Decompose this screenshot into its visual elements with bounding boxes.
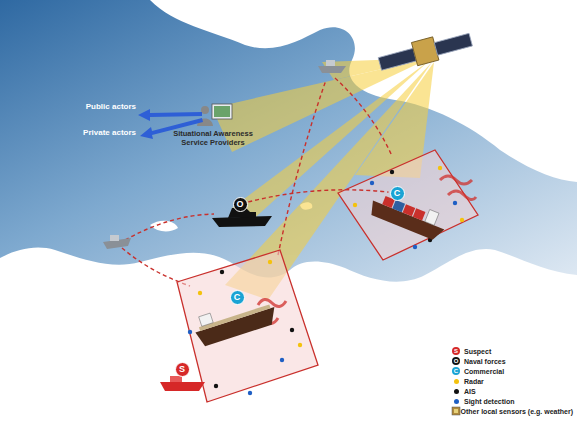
route-lines xyxy=(122,78,392,286)
legend-letter: S xyxy=(454,348,458,354)
legend-icon-space xyxy=(449,407,457,415)
commercial-marker: C xyxy=(230,290,245,305)
route-connector xyxy=(248,190,388,202)
actor-label: Public actors xyxy=(86,102,136,111)
label-text: Situational Awareness Service Providers xyxy=(172,129,254,147)
legend-dot xyxy=(454,379,459,384)
marker-letter: O xyxy=(236,200,243,209)
marker-letter: C xyxy=(234,293,241,302)
commercial-marker: C xyxy=(390,186,405,201)
weather-waves xyxy=(250,176,476,324)
operators-icon xyxy=(197,104,232,126)
service-provider-label: Situational Awareness Service Providers xyxy=(170,128,256,148)
actor-label: Private actors xyxy=(83,128,136,137)
legend-row: Radar xyxy=(452,376,484,386)
patrol-ship xyxy=(103,235,131,249)
patrol-ship xyxy=(318,60,346,73)
naval-marker: O xyxy=(233,197,248,212)
legend-text: Suspect xyxy=(464,347,491,356)
legend-row: O Naval forces xyxy=(452,356,506,366)
legend-row: S Suspect xyxy=(452,346,491,356)
legend-badge: S xyxy=(452,347,460,355)
legend-text: Naval forces xyxy=(464,357,506,366)
legend-text: Commercial xyxy=(464,367,504,376)
legend-row: Other local sensors (e.g. weather) xyxy=(449,406,573,416)
legend-row: AIS xyxy=(452,386,476,396)
weather-sensor-icon xyxy=(452,407,460,415)
legend-letter: O xyxy=(454,358,459,364)
legend-text: AIS xyxy=(464,387,476,396)
legend-dot xyxy=(454,399,459,404)
legend-dot xyxy=(454,389,459,394)
legend-text: Other local sensors (e.g. weather) xyxy=(461,407,573,416)
suspect-marker: S xyxy=(175,362,190,377)
satellite xyxy=(377,28,474,76)
legend-badge: C xyxy=(452,367,460,375)
legend-badge: O xyxy=(452,357,460,365)
legend-row: C Commercial xyxy=(452,366,504,376)
naval-ship xyxy=(212,200,272,227)
sensor-dots xyxy=(188,166,464,395)
marker-letter: C xyxy=(394,189,401,198)
legend-row: Sight detection xyxy=(452,396,515,406)
legend-text: Radar xyxy=(464,377,484,386)
surveillance-area xyxy=(338,150,478,260)
legend-letter: C xyxy=(454,368,458,374)
legend-text: Sight detection xyxy=(464,397,515,406)
surveillance-area xyxy=(177,250,318,402)
suspect-boat xyxy=(160,376,205,391)
marker-letter: S xyxy=(179,365,185,374)
container-ship xyxy=(368,189,450,243)
